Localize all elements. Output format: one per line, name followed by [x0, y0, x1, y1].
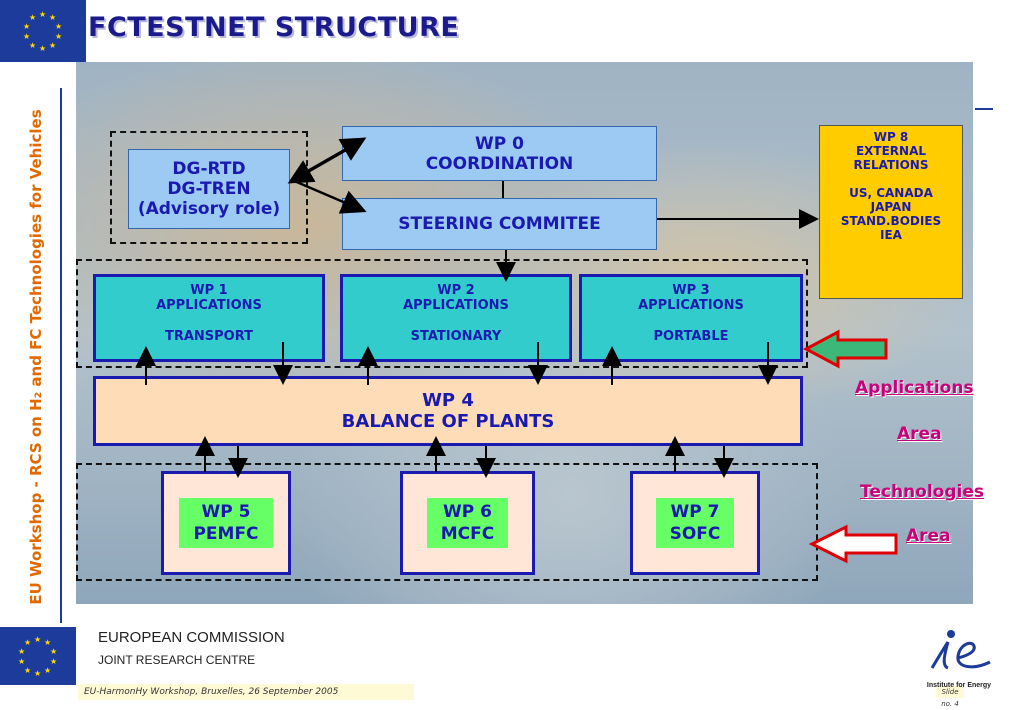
- wp7-box: WP 7 SOFC: [630, 471, 760, 575]
- wp8-line5: JAPAN: [870, 200, 912, 214]
- wp2-number: WP 2: [437, 283, 475, 298]
- title-accent-line: [975, 108, 993, 110]
- eu-stars-icon: ★★ ★★ ★★ ★★ ★★: [23, 10, 63, 53]
- applications-group-frame: [76, 259, 808, 368]
- wp5-label: WP 5 PEMFC: [179, 498, 273, 548]
- footer-org-line2: JOINT RESEARCH CENTRE: [98, 653, 256, 667]
- slide-title: FCTESTNET STRUCTURE: [88, 12, 460, 43]
- wp2-area: STATIONARY: [410, 329, 502, 344]
- ie-logo-icon: Institute for Energy: [918, 628, 1000, 690]
- wp3-kind: APPLICATIONS: [638, 298, 744, 313]
- pointer-arrow-icon: [808, 524, 898, 564]
- wp5-number: WP 5: [201, 502, 251, 522]
- wp4-line2: BALANCE OF PLANTS: [341, 411, 555, 432]
- pointer-arrow-icon: [802, 329, 888, 369]
- wp8-line3: RELATIONS: [853, 158, 929, 172]
- eu-flag-icon: ★★ ★★ ★★ ★★ ★★: [0, 0, 86, 62]
- wp5-name: PEMFC: [193, 524, 259, 544]
- ie-logo-graphic: [930, 630, 991, 670]
- wp0-line2: COORDINATION: [425, 153, 574, 174]
- wp6-name: MCFC: [440, 524, 495, 544]
- wp4-line1: WP 4: [422, 390, 474, 411]
- wp8-line7: IEA: [880, 228, 902, 242]
- wp4-box: WP 4 BALANCE OF PLANTS: [93, 376, 803, 446]
- technologies-group-frame: [76, 463, 818, 581]
- dg-line1: DG-RTD: [172, 159, 246, 179]
- wp1-kind: APPLICATIONS: [156, 298, 262, 313]
- wp2-box: WP 2 APPLICATIONS STATIONARY: [340, 274, 572, 362]
- footer-organization: EUROPEAN COMMISSION JOINT RESEARCH CENTR…: [98, 627, 285, 671]
- wp3-area: PORTABLE: [653, 329, 729, 344]
- steering-committee-box: STEERING COMMITEE: [342, 198, 657, 250]
- technologies-area-link[interactable]: Area: [906, 526, 951, 546]
- wp6-number: WP 6: [443, 502, 492, 522]
- ie-caption: Institute for Energy: [926, 682, 992, 689]
- wp7-label: WP 7 SOFC: [655, 498, 735, 548]
- wp1-box: WP 1 APPLICATIONS TRANSPORT: [93, 274, 325, 362]
- footer-org-line1: EUROPEAN COMMISSION: [98, 629, 285, 646]
- wp8-line1: WP 8: [873, 130, 909, 144]
- wp0-line1: WP 0: [475, 133, 524, 154]
- wp3-number: WP 3: [672, 283, 710, 298]
- technologies-link[interactable]: Technologies: [860, 482, 984, 502]
- steering-label: STEERING COMMITEE: [398, 214, 601, 234]
- wp7-number: WP 7: [670, 502, 720, 522]
- dg-line3: (Advisory role): [137, 199, 281, 219]
- wp1-area: TRANSPORT: [164, 329, 254, 344]
- eu-flag-icon: ★★ ★★ ★★ ★★ ★★: [0, 627, 76, 685]
- left-divider: [60, 88, 62, 623]
- slide-number: Slide no. 4: [936, 686, 964, 708]
- applications-area-link[interactable]: Area: [897, 424, 942, 444]
- wp8-line4: US, CANADA: [849, 186, 933, 200]
- wp8-line6: STAND.BODIES: [840, 214, 942, 228]
- arrow-dg-to-steering: [291, 178, 367, 214]
- arrow-wp0-to-dg: [287, 140, 361, 184]
- applications-link[interactable]: Applications: [855, 378, 974, 398]
- wp8-line2: EXTERNAL: [855, 144, 927, 158]
- eu-stars-icon: ★★ ★★ ★★ ★★ ★★: [18, 635, 58, 678]
- dg-line2: DG-TREN: [167, 179, 251, 199]
- wp1-number: WP 1: [190, 283, 228, 298]
- dg-advisory-box: DG-RTD DG-TREN (Advisory role): [128, 149, 290, 229]
- wp6-label: WP 6 MCFC: [426, 498, 509, 548]
- wp0-box: WP 0 COORDINATION: [342, 126, 657, 181]
- wp2-kind: APPLICATIONS: [403, 298, 509, 313]
- wp8-box: WP 8 EXTERNAL RELATIONS US, CANADA JAPAN…: [819, 125, 963, 299]
- footnote: EU-HarmonHy Workshop, Bruxelles, 26 Sept…: [78, 684, 414, 700]
- wp7-name: SOFC: [669, 524, 721, 544]
- wp5-box: WP 5 PEMFC: [161, 471, 291, 575]
- wp6-box: WP 6 MCFC: [400, 471, 535, 575]
